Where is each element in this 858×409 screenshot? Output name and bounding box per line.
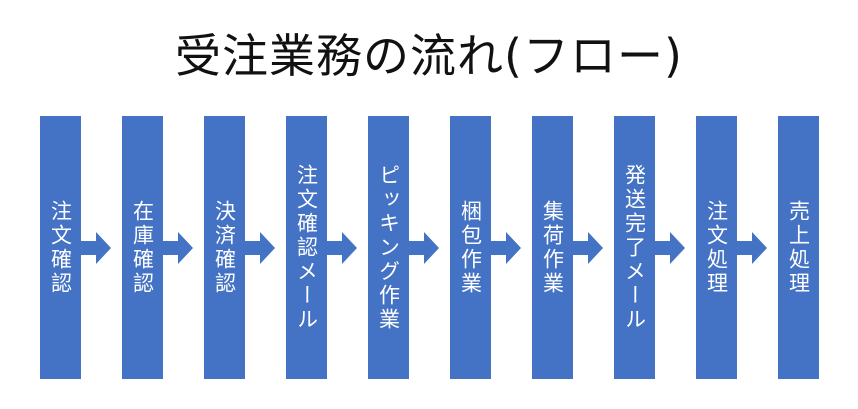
flow-step-label: 決済確認 bbox=[212, 199, 237, 296]
arrow-right-icon bbox=[573, 230, 603, 266]
flow-step: 注文確認 bbox=[40, 116, 81, 379]
flow-step-label: 集荷作業 bbox=[540, 199, 565, 296]
page-title: 受注業務の流れ(フロー) bbox=[175, 29, 683, 83]
flow-step-label: 梱包作業 bbox=[458, 199, 483, 296]
arrow-right-icon bbox=[245, 230, 275, 266]
flow-step: 集荷作業 bbox=[532, 116, 573, 379]
flow-step: 発送完了メール bbox=[614, 116, 655, 379]
arrow-right-icon bbox=[491, 230, 521, 266]
flow-step: 梱包作業 bbox=[450, 116, 491, 379]
arrow-right-icon bbox=[737, 230, 767, 266]
arrow-right-icon bbox=[409, 230, 439, 266]
flow-step-label: 在庫確認 bbox=[130, 199, 155, 296]
flow-step: 注文処理 bbox=[696, 116, 737, 379]
arrow-right-icon bbox=[327, 230, 357, 266]
flow-step: 決済確認 bbox=[204, 116, 245, 379]
flow-step: 在庫確認 bbox=[122, 116, 163, 379]
flow-step-label: ピッキング作業 bbox=[376, 163, 401, 332]
arrow-right-icon bbox=[81, 230, 111, 266]
flow-step-label: 注文処理 bbox=[704, 199, 729, 296]
flow-step: 売上処理 bbox=[778, 116, 819, 379]
flow-step-label: 発送完了メール bbox=[622, 163, 647, 332]
flow-step: ピッキング作業 bbox=[368, 116, 409, 379]
arrow-right-icon bbox=[163, 230, 193, 266]
flow-step: 注文確認メール bbox=[286, 116, 327, 379]
flow-step-label: 売上処理 bbox=[786, 199, 811, 296]
arrow-right-icon bbox=[655, 230, 685, 266]
flow-step-label: 注文確認メール bbox=[294, 163, 319, 332]
flow-step-label: 注文確認 bbox=[48, 199, 73, 296]
